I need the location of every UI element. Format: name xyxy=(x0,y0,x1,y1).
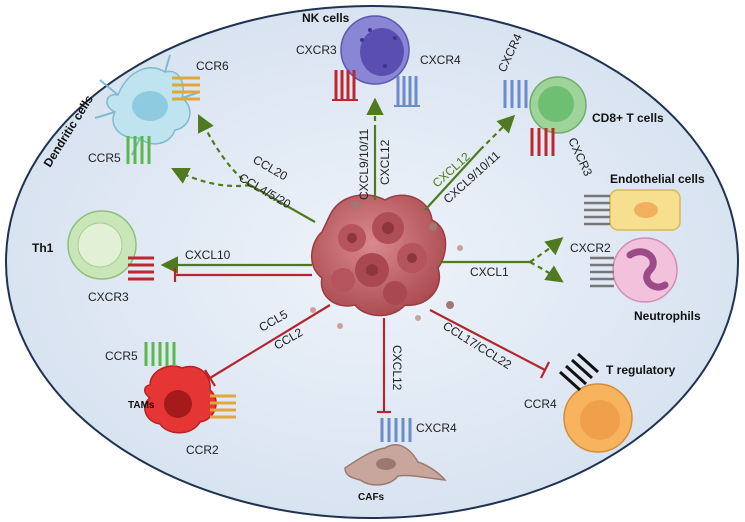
dendritic-ccr5-receptor xyxy=(126,136,151,164)
cafs-title: CAFs xyxy=(358,492,385,503)
cafs-cxcr4-receptor xyxy=(380,418,412,442)
tams-cell xyxy=(144,342,236,434)
inhibit-treg xyxy=(429,309,546,371)
nk-cell xyxy=(332,15,420,107)
treg-title: T regulatory xyxy=(606,363,676,377)
nk-r1: CXCR3 xyxy=(296,43,337,57)
label-cxcl12-caf: CXCL12 xyxy=(390,345,404,391)
cd8-t-cell xyxy=(503,76,587,156)
arrow-to-dendritic xyxy=(249,184,316,223)
tams-r2: CCR2 xyxy=(186,443,219,457)
tumor-cell-cluster xyxy=(310,194,463,329)
neutrophil-cxcr2-receptor xyxy=(590,256,614,288)
dendritic-cell xyxy=(94,54,201,164)
treg-cell xyxy=(558,352,633,453)
nk-r2: CXCR4 xyxy=(420,53,461,67)
label-cxcl1: CXCL1 xyxy=(470,265,509,279)
cafs-r1: CXCR4 xyxy=(416,421,457,435)
nk-title: NK cells xyxy=(302,11,350,25)
tams-title: TAMs xyxy=(128,400,155,411)
nk-cxcr4-receptor xyxy=(394,76,420,107)
cd8-title: CD8+ T cells xyxy=(592,111,664,125)
neutrophil-r1: CXCR2 xyxy=(570,241,611,255)
arrow-to-cd8 xyxy=(424,149,481,211)
th1-cxcr3-receptor xyxy=(128,256,154,281)
tams-ccr5-receptor xyxy=(144,342,176,366)
th1-title: Th1 xyxy=(32,241,54,255)
treg-r1: CCR4 xyxy=(524,397,557,411)
th1-r1: CXCR3 xyxy=(88,290,129,304)
treg-ccr4-receptor xyxy=(558,352,600,392)
neutrophil-cell xyxy=(590,237,678,303)
cd8-cxcr3-receptor xyxy=(530,128,555,156)
label-cxcl10: CXCL10 xyxy=(185,248,231,262)
inhibit-tams xyxy=(209,304,331,379)
dendritic-ccr6-receptor xyxy=(172,76,200,101)
dendritic-r2: CCR5 xyxy=(88,151,121,165)
tams-r1: CCR5 xyxy=(105,349,138,363)
label-cxcl9-10-11-nk: CXCL9/10/11 xyxy=(357,129,371,200)
endothelial-receptor xyxy=(584,194,610,226)
cafs-cell xyxy=(344,418,447,486)
th1-cell xyxy=(67,210,154,281)
neutrophil-title: Neutrophils xyxy=(634,309,701,323)
cd8-cxcr4-receptor xyxy=(503,80,528,108)
label-cxcl12-nk: CXCL12 xyxy=(378,139,392,185)
tams-ccr2-receptor xyxy=(210,394,236,419)
dendritic-r1: CCR6 xyxy=(196,59,229,73)
endothelial-title: Endothelial cells xyxy=(610,172,705,186)
endothelial-cell xyxy=(584,189,681,231)
nk-cxcr3-receptor xyxy=(332,70,358,101)
